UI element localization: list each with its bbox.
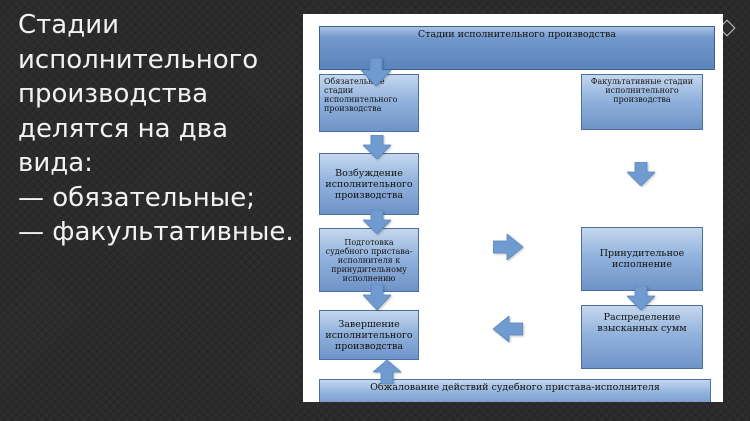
optional-stages-box: Факультативные стадии исполнительного пр… [581, 74, 703, 130]
distribution-label: Распределение взысканных сумм [597, 312, 687, 334]
arrow-down-icon [363, 210, 391, 234]
enforcement-box: Принудительное исполнение [581, 227, 703, 291]
arrow-up-icon [373, 360, 401, 384]
arrow-down-icon [627, 162, 655, 186]
completion-box: Завершение исполнительного производства [319, 310, 419, 360]
optional-stages-label: Факультативные стадии исполнительного пр… [590, 77, 694, 104]
slide-text-line: делятся на два [18, 113, 229, 144]
preparation-box: Подготовка судебного пристава-исполнител… [319, 228, 419, 292]
appeal-box: Обжалование действий судебного пристава-… [319, 379, 711, 402]
arrow-down-icon [363, 284, 391, 310]
enforcement-label: Принудительное исполнение [599, 248, 685, 270]
initiation-label: Возбуждение исполнительного производства [325, 167, 413, 201]
initiation-box: Возбуждение исполнительного производства [319, 153, 419, 215]
slide-text-line: производства [18, 79, 209, 109]
preparation-label: Подготовка судебного пристава-исполнител… [325, 237, 413, 283]
arrow-left-icon [493, 316, 523, 342]
stages-diagram: Стадии исполнительного производства Обяз… [303, 14, 723, 402]
arrow-down-icon [627, 286, 655, 310]
distribution-box: Распределение взысканных сумм [581, 305, 703, 369]
slide-text-line: исполнительного [18, 44, 259, 75]
diagram-header: Стадии исполнительного производства [319, 26, 715, 70]
slide-text-line: — обязательные; [18, 182, 255, 213]
arrow-right-icon [493, 234, 523, 260]
slide-text-line: Стадии [18, 10, 120, 40]
slide-text-block: Стадии исполнительного производства деля… [18, 8, 318, 250]
mandatory-stages-box: Обязательные стадии исполнительного прои… [319, 74, 419, 132]
arrow-down-icon [363, 135, 391, 159]
appeal-label: Обжалование действий судебного пристава-… [370, 382, 660, 393]
mandatory-stages-label: Обязательные стадии исполнительного прои… [324, 77, 398, 113]
arrow-down-icon [361, 58, 391, 86]
slide-text-line: вида: [18, 148, 93, 178]
diagram-header-label: Стадии исполнительного производства [417, 29, 617, 40]
completion-label: Завершение исполнительного производства [325, 318, 413, 352]
slide-text-line: — факультативные. [18, 217, 294, 247]
